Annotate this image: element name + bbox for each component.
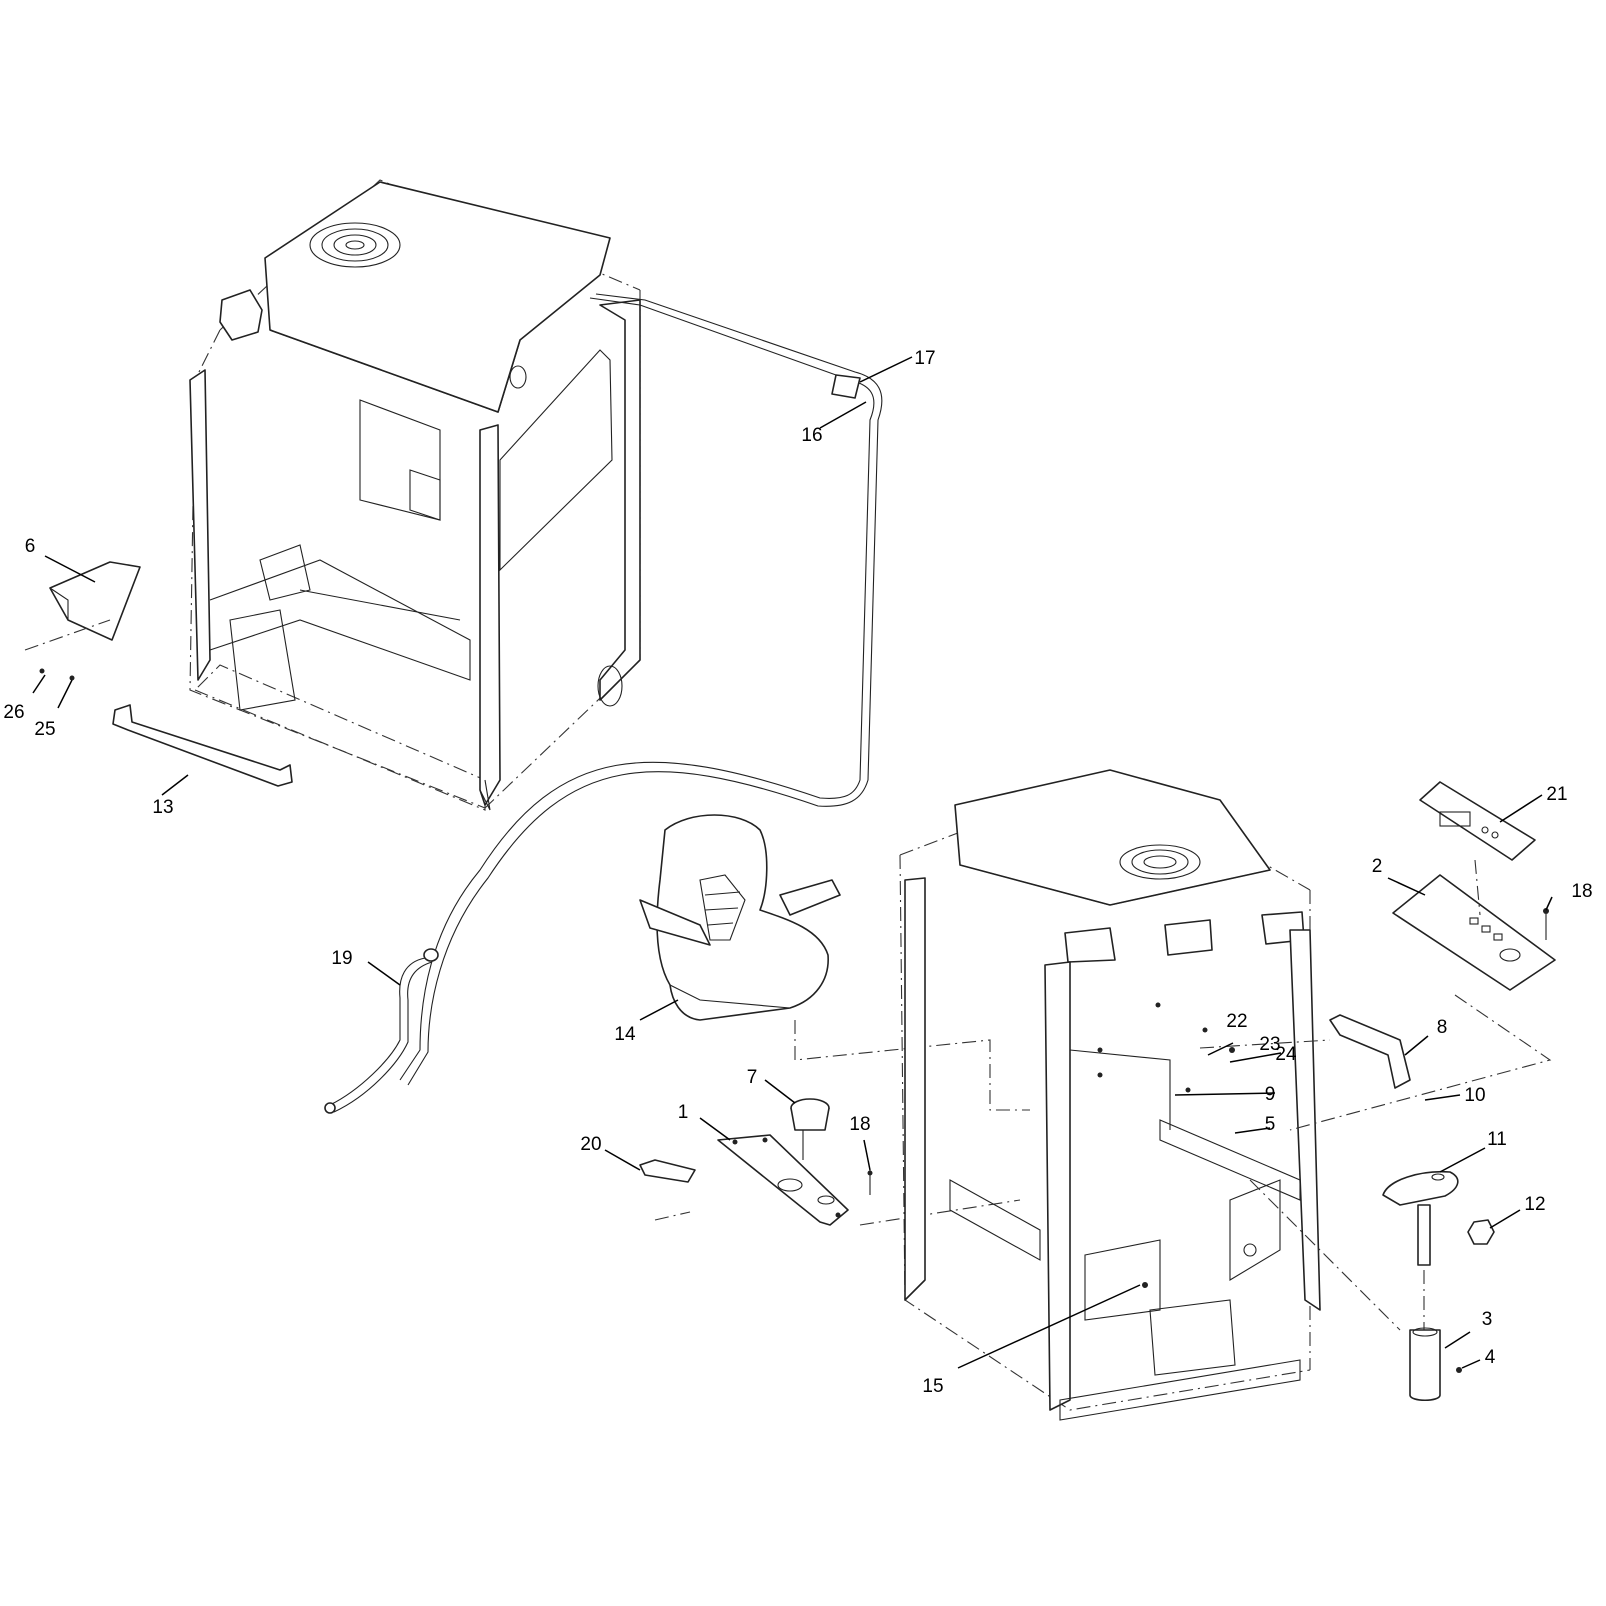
callout-9: 9	[1265, 1084, 1276, 1105]
callout-7: 7	[747, 1067, 758, 1088]
knob-part-12	[1467, 1219, 1495, 1245]
callout-12: 12	[1524, 1194, 1545, 1215]
callout-14: 14	[614, 1024, 636, 1045]
callout-5: 5	[1265, 1114, 1276, 1135]
callout-21: 21	[1546, 784, 1567, 805]
steering-post-part-11	[1382, 1170, 1459, 1266]
callout-11: 11	[1487, 1129, 1507, 1150]
callout-25: 25	[34, 719, 55, 740]
leader-lines	[32, 356, 1553, 1369]
callout-6: 6	[25, 536, 36, 557]
seat-part-14	[639, 814, 1030, 1111]
shaft-part-3	[1249, 1179, 1462, 1402]
callout-10: 10	[1464, 1085, 1485, 1106]
plate-part-1	[654, 1134, 1021, 1226]
callout-17: 17	[914, 348, 935, 369]
left-cab-frame	[189, 179, 641, 811]
callout-23: 23	[1259, 1034, 1280, 1055]
screw-part-18-left	[867, 1170, 873, 1195]
right-cab-frame	[899, 769, 1321, 1421]
callout-18-left: 18	[849, 1114, 870, 1135]
callout-19: 19	[331, 948, 352, 969]
cupholder-part-7	[790, 1098, 830, 1160]
faceplate-part-21	[1419, 781, 1536, 916]
callout-labels: 1 2 3 4 5 6 7 8 9 10 11 12 13 14 15 16 1…	[3, 348, 1592, 1397]
bracket-part-8	[1199, 1014, 1411, 1089]
callout-4: 4	[1485, 1347, 1496, 1368]
panel-part-2	[1289, 874, 1556, 1131]
callout-3: 3	[1482, 1309, 1493, 1330]
callout-13: 13	[152, 797, 173, 818]
bracket-part-6	[24, 561, 141, 681]
callout-18-right: 18	[1571, 881, 1592, 902]
screw-part-18-right	[1543, 908, 1549, 940]
callout-16: 16	[801, 425, 822, 446]
handrail-part-13	[112, 704, 293, 787]
callout-1: 1	[678, 1102, 689, 1123]
callout-24: 24	[1275, 1044, 1297, 1065]
callout-2: 2	[1372, 856, 1383, 877]
callout-22: 22	[1226, 1011, 1247, 1032]
callout-20: 20	[580, 1134, 601, 1155]
callout-26: 26	[3, 702, 24, 723]
harness	[324, 293, 883, 1114]
grip-part-20	[639, 1159, 696, 1183]
callout-8: 8	[1437, 1017, 1448, 1038]
callout-15: 15	[922, 1376, 943, 1397]
